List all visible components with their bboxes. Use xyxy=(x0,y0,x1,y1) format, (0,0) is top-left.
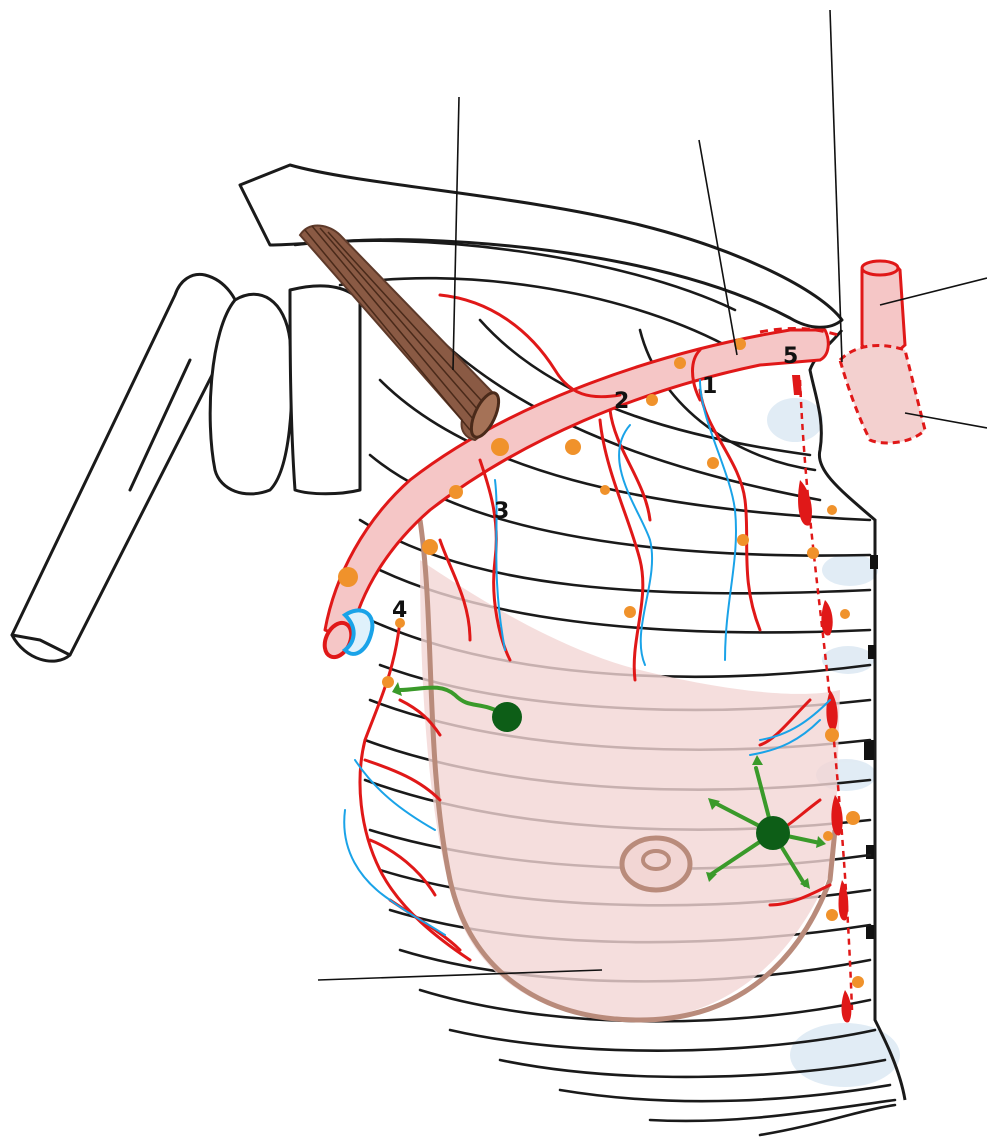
subclavian-vessel-stub xyxy=(840,261,925,443)
areola xyxy=(622,838,690,890)
tumor-lateral xyxy=(492,702,522,732)
label-5: 5 xyxy=(783,344,798,369)
breast xyxy=(420,520,840,1020)
label-4: 4 xyxy=(392,598,407,623)
label-1: 1 xyxy=(702,374,717,399)
label-2: 2 xyxy=(614,389,629,414)
humerus-bone xyxy=(12,274,240,661)
glenoid-region xyxy=(210,286,360,494)
label-3: 3 xyxy=(494,499,509,524)
